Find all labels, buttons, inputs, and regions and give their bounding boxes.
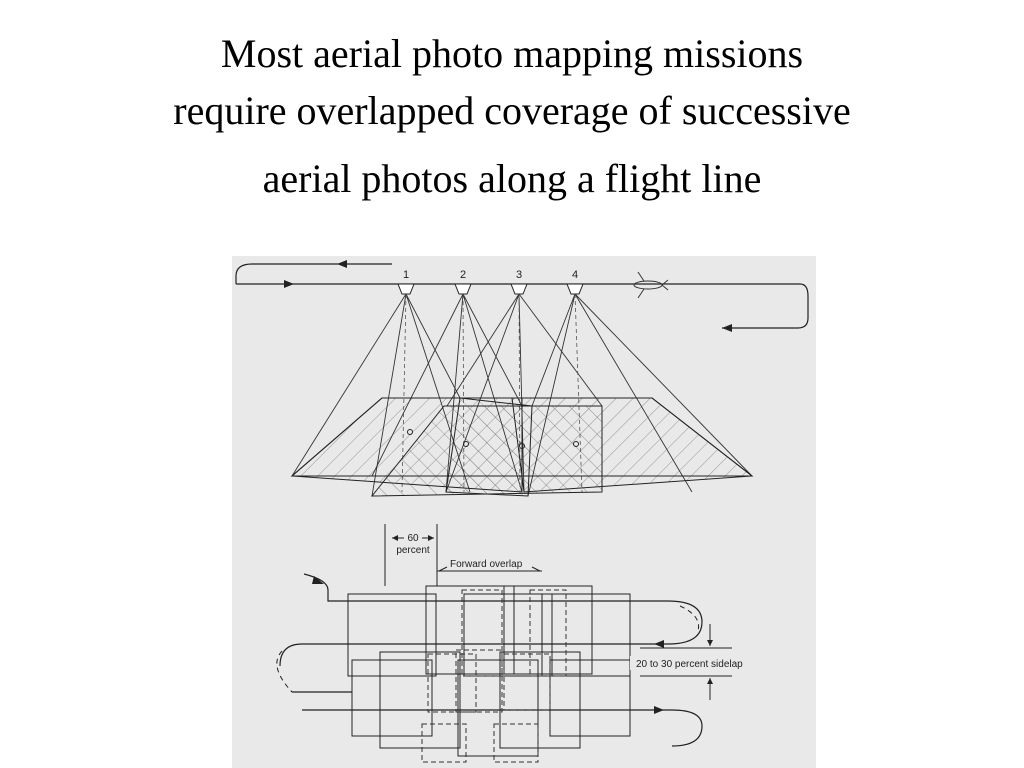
forward-overlap-label: Forward overlap — [450, 559, 523, 570]
flight-line-arrow-1 — [312, 576, 324, 584]
slide-title: Most aerial photo mapping missions requi… — [40, 34, 984, 199]
title-line-1: Most aerial photo mapping missions — [220, 31, 804, 76]
forward-spacing-unit: percent — [396, 545, 430, 556]
flight-direction-arrow-top — [337, 260, 347, 268]
forward-spacing-dimension — [384, 524, 438, 586]
station-label-2: 2 — [460, 269, 466, 281]
photo-frames-strip-1 — [347, 585, 631, 677]
flight-lines-dashed — [276, 605, 700, 693]
camera-cones — [291, 293, 753, 497]
station-label-1: 1 — [403, 269, 409, 281]
aircraft-icon — [633, 271, 669, 299]
camera-icons — [397, 283, 584, 295]
overlap-diagram-figure: 1 2 3 4 — [232, 256, 816, 768]
station-label-4: 4 — [572, 269, 578, 281]
ground-footprints — [290, 397, 754, 497]
title-line-3: aerial photos along a flight line — [262, 156, 762, 201]
title-line-2: require overlapped coverage of successiv… — [173, 88, 851, 133]
principal-points — [407, 429, 579, 449]
camera-cones-dashed — [401, 293, 583, 493]
photo-frames-strip-2 — [351, 651, 631, 757]
sidelap-label: 20 to 30 percent sidelap — [636, 659, 743, 670]
photo-frames-dashed — [421, 589, 567, 763]
station-label-3: 3 — [516, 269, 522, 281]
flight-path — [235, 263, 809, 329]
forward-spacing-value: 60 — [407, 533, 419, 544]
sidelap-dimension — [630, 624, 736, 700]
overlap-diagram-svg: 1 2 3 4 — [235, 260, 809, 763]
flight-direction-arrow-right — [722, 324, 732, 332]
forward-overlap-dimension — [437, 566, 542, 572]
flight-lines — [279, 573, 703, 747]
flight-line-arrow-2 — [654, 640, 664, 648]
flight-line-arrow-3 — [654, 706, 664, 714]
flight-direction-arrow-mid — [284, 280, 294, 288]
